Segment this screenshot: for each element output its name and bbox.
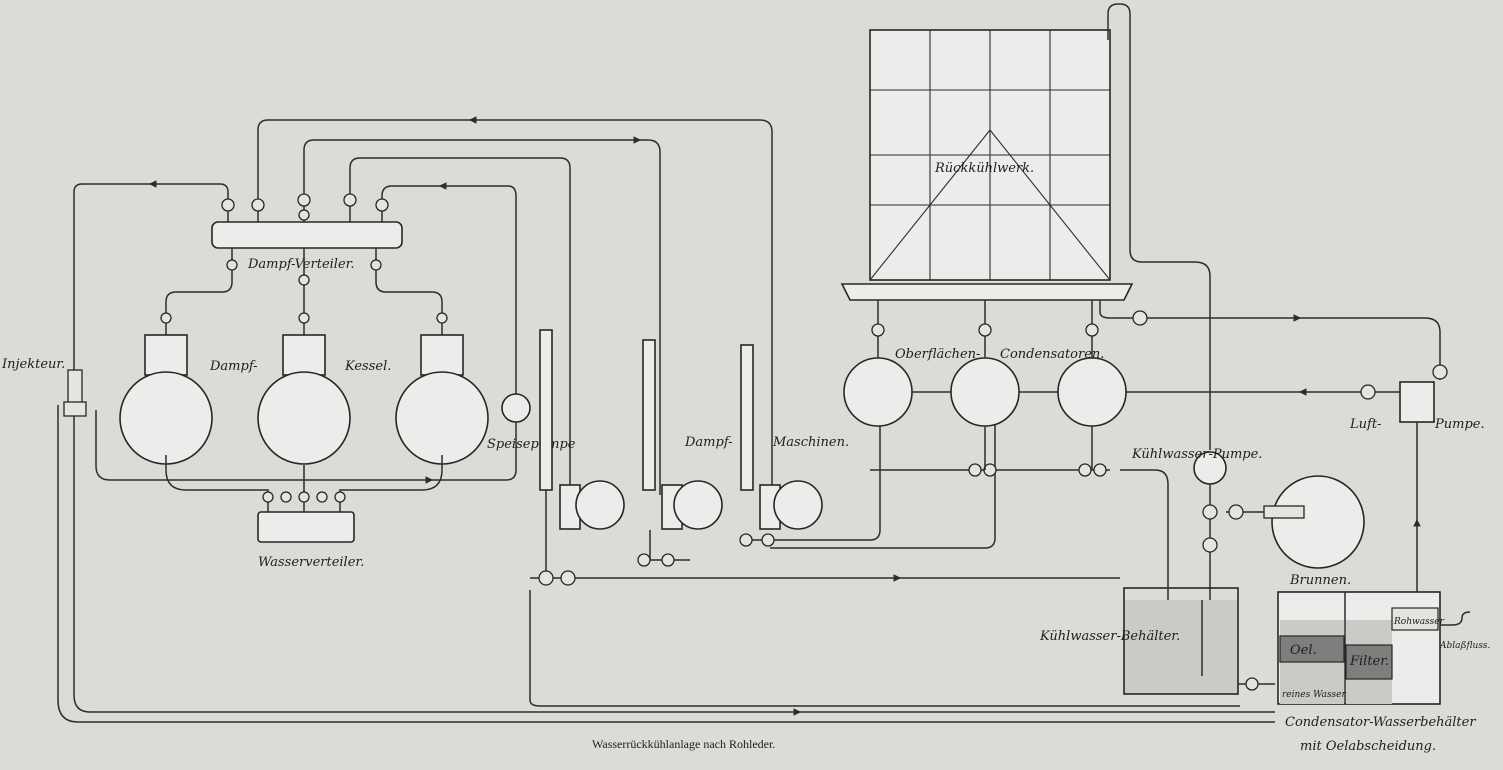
boiler-label-2: Kessel. [344,359,391,374]
air-pump-label-2: Pumpe. [1434,417,1485,432]
injector [57,369,1275,723]
well-label: Brunnen. [1289,573,1351,588]
water-distributor-valves [262,491,346,503]
engines-label-2: Maschinen. [772,435,849,450]
feed-pump-label: Speisepumpe [487,437,576,452]
feed-pump [501,393,531,423]
condensers-label-2: Condensatoren. [1000,347,1104,362]
filter-layer [1345,644,1393,680]
boiler-label-1: Dampf- [209,359,258,374]
cooling-tank [1120,469,1275,695]
flow-arrows [148,116,1421,716]
cooling-pump-label: Kühlwasser-Pumpe. [1131,447,1262,462]
boiler-3 [395,371,489,465]
air-pump [1399,381,1435,423]
boilers [119,334,489,465]
filter-label: Filter. [1349,654,1389,669]
steam-distributor [211,221,403,249]
raw-water-label: Rohwasser [1393,617,1445,627]
oil-label: Oel. [1290,643,1317,658]
well [1271,475,1365,569]
condensers [843,300,1400,477]
drain-label: Ablaßfluss. [1439,641,1491,651]
condensers-label-1: Oberflächen- [895,347,980,362]
tank-label-2: mit Oelabscheidung. [1300,739,1436,754]
pure-water-label: reines Wasser [1282,690,1347,700]
water-distributor [257,511,355,543]
steam-distributor-label: Dampf-Verteiler. [247,257,355,272]
air-pump-label-1: Luft- [1349,417,1381,432]
water-distributor-label: Wasserverteiler. [258,555,364,570]
cooling-tower-label: Rückkühlwerk. [934,161,1034,176]
oil-layer [1279,635,1345,663]
cooling-tower-basin [840,283,1134,301]
boiler-1 [119,371,213,465]
engines-label-1: Dampf- [684,435,733,450]
distributor-valves [160,193,448,324]
cooling-tower [840,3,1134,301]
steam-engines [539,329,823,530]
figure-caption: Wasserrückkühlanlage nach Rohleder. [592,737,775,751]
injector-label: Injekteur. [1,357,65,372]
tank-label-1: Condensator-Wasserbehälter [1285,715,1476,730]
cooling-tank-label: Kühlwasser-Behälter. [1039,629,1180,644]
boiler-2 [257,371,351,465]
engine-valves [538,533,775,586]
condensate-tank [1277,591,1471,705]
